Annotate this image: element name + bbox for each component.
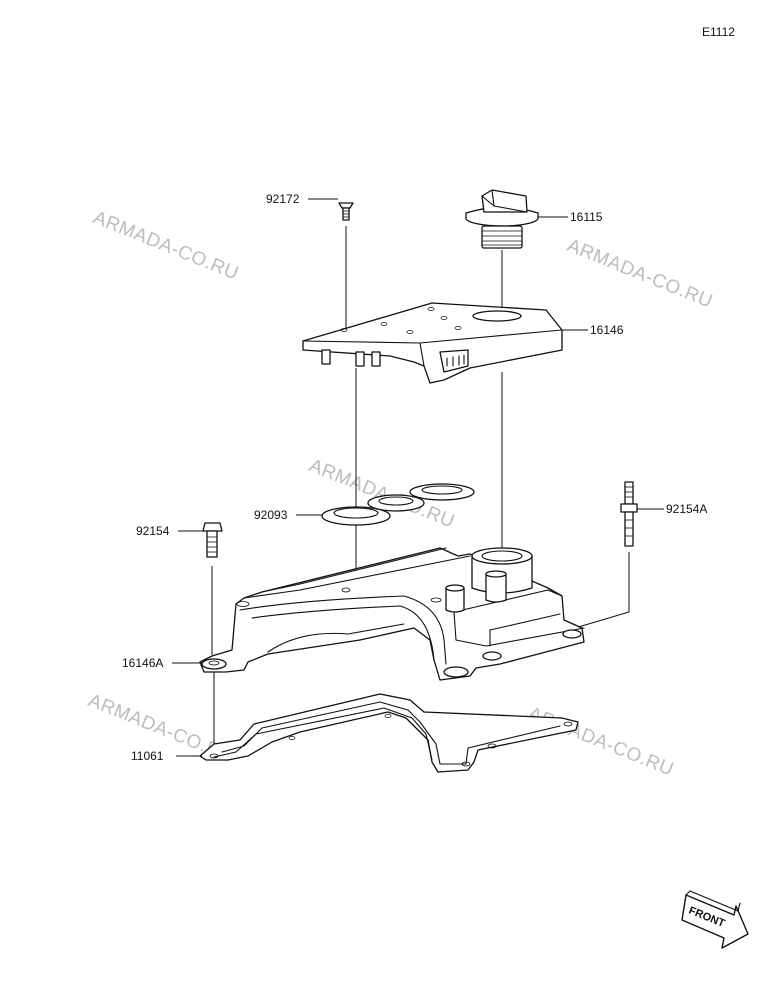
label-16115: 16115 <box>570 210 603 224</box>
upper-cover-16146 <box>302 302 563 384</box>
label-16146: 16146 <box>590 323 624 337</box>
label-92093: 92093 <box>254 508 288 522</box>
ref-line-92154A <box>574 552 630 629</box>
cylinder-head-cover-16146A <box>199 547 585 681</box>
watermark: ARMADA-CO.RU <box>525 703 676 780</box>
seals-92093 <box>321 483 475 526</box>
gasket-11061 <box>199 693 579 773</box>
screw-92172 <box>338 202 354 221</box>
stud-bolt-92154A <box>620 481 638 547</box>
watermark: ARMADA-CO.RU <box>564 235 715 312</box>
label-92154A: 92154A <box>666 502 707 516</box>
bolt-92154 <box>202 522 223 558</box>
watermarks: ARMADA-CO.RU ARMADA-CO.RU ARMADA-CO.RU A… <box>85 207 715 780</box>
label-16146A: 16146A <box>122 656 163 670</box>
oil-filler-cap-16115 <box>465 189 539 249</box>
label-11061: 11061 <box>131 749 164 763</box>
watermark: ARMADA-CO.RU <box>90 207 241 284</box>
front-arrow-icon: FRONT <box>681 890 749 949</box>
label-92172: 92172 <box>266 192 300 206</box>
label-92154: 92154 <box>136 524 170 538</box>
diagram-code: E1112 <box>702 25 735 39</box>
